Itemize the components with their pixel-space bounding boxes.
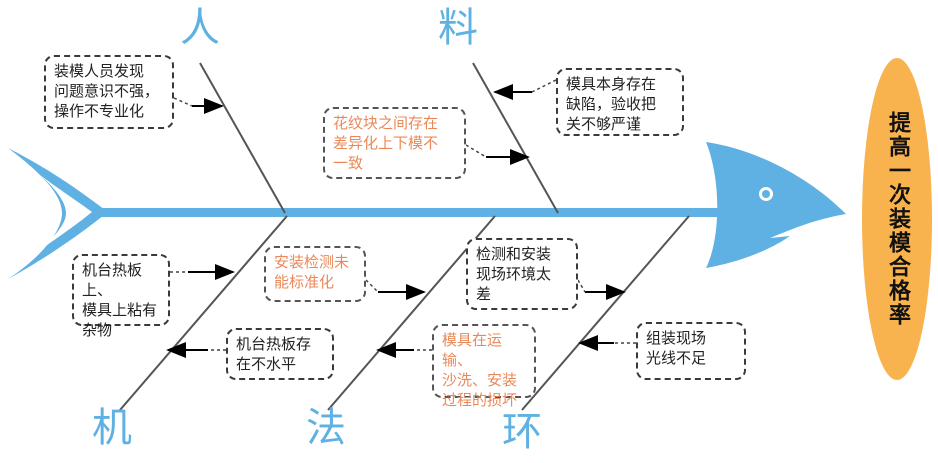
cause-material-2: 花纹块之间存在 差异化上下模不 一致 [323,107,466,179]
bone-material [472,62,559,214]
category-man: 人 [180,5,220,51]
category-material: 料 [438,5,478,51]
fish-tail-inner [40,175,92,250]
cause-method-2: 模具在运输、 沙洗、安装 过程的损坏 [432,324,536,409]
fish-spine [100,208,740,217]
cause-method-1: 安装检测未 能标准化 [264,246,366,302]
goal-label: 提高一次装模合格率 [885,111,910,327]
cause-man-1: 装模人员发现 问题意识不强， 操作不专业化 [44,55,174,129]
cause-environment-2: 组装现场 光线不足 [636,322,746,380]
bone-environment [521,215,690,411]
fish-head [706,142,846,268]
category-environment: 环 [502,409,542,455]
cause-machine-1: 机台热板上、 模具上粘有 杂物 [72,254,170,339]
cause-environment-1: 检测和安装 现场环境太 差 [466,238,578,310]
category-machine: 机 [92,405,132,451]
bone-man [199,62,286,214]
category-method: 法 [306,405,346,451]
bone-machine [119,215,288,411]
goal-oval: 提高一次装模合格率 [862,58,932,380]
cause-material-1: 模具本身存在 缺陷，验收把 关不够严谨 [556,68,684,136]
cause-machine-2: 机台热板存 在不水平 [226,328,334,380]
